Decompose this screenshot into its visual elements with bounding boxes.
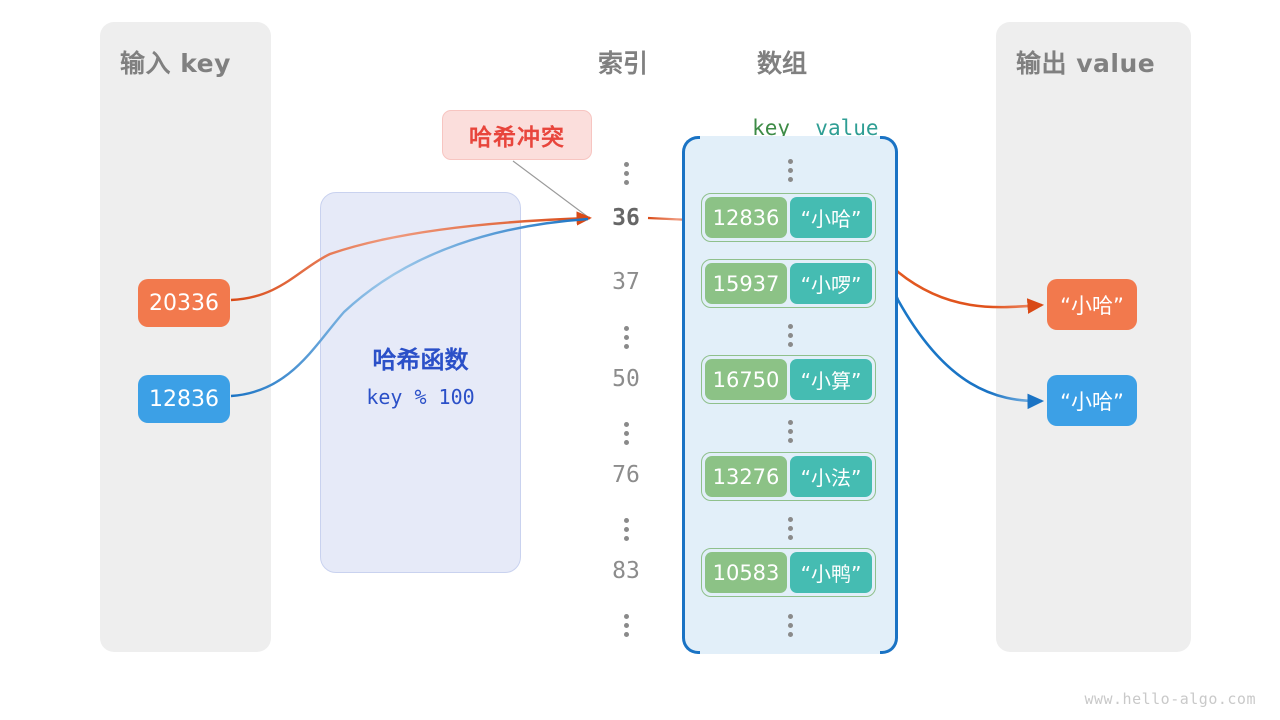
index-ellipsis-1 — [596, 322, 656, 353]
array-ellipsis-2 — [760, 416, 820, 447]
output-panel-title: 输出 value — [1016, 49, 1156, 78]
bucket-key-76: 13276 — [705, 456, 787, 497]
bucket-key-83: 10583 — [705, 552, 787, 593]
array-ellipsis-1 — [760, 320, 820, 351]
bucket-key-36: 12836 — [705, 197, 787, 238]
index-ellipsis-0 — [596, 158, 656, 189]
bucket-value-50: “小算” — [790, 359, 872, 400]
array-ellipsis-3 — [760, 513, 820, 544]
bucket-key-37: 15937 — [705, 263, 787, 304]
array-bracket-right — [880, 136, 898, 654]
bucket-row-37: 15937 “小啰” — [701, 259, 876, 308]
hash-function-title: 哈希函数 — [372, 346, 469, 374]
input-panel-title: 输入 key — [120, 49, 231, 78]
bucket-row-76: 13276 “小法” — [701, 452, 876, 501]
output-value-0: “小哈” — [1047, 279, 1137, 330]
input-key-0: 20336 — [138, 279, 230, 327]
bucket-value-37: “小啰” — [790, 263, 872, 304]
index-label-76: 76 — [612, 462, 640, 488]
output-value-panel — [996, 22, 1191, 652]
index-label-37: 37 — [612, 269, 640, 295]
index-ellipsis-3 — [596, 514, 656, 545]
bucket-row-50: 16750 “小算” — [701, 355, 876, 404]
index-label-83: 83 — [612, 558, 640, 584]
hash-collision-badge: 哈希冲突 — [442, 110, 592, 160]
bucket-row-36: 12836 “小哈” — [701, 193, 876, 242]
bucket-value-76: “小法” — [790, 456, 872, 497]
hash-function-formula: key % 100 — [366, 385, 475, 409]
index-label-36: 36 — [612, 205, 640, 231]
array-ellipsis-0 — [760, 155, 820, 186]
index-ellipsis-2 — [596, 418, 656, 449]
array-bracket-left — [682, 136, 700, 654]
input-key-1: 12836 — [138, 375, 230, 423]
index-ellipsis-4 — [596, 610, 656, 641]
index-column-heading: 索引 — [598, 49, 649, 78]
output-value-1: “小哈” — [1047, 375, 1137, 426]
bucket-key-50: 16750 — [705, 359, 787, 400]
watermark: www.hello-algo.com — [1084, 690, 1256, 708]
array-ellipsis-4 — [760, 610, 820, 641]
hash-function-box: 哈希函数 key % 100 — [320, 192, 521, 573]
input-key-panel — [100, 22, 271, 652]
index-label-50: 50 — [612, 366, 640, 392]
bucket-value-83: “小鸭” — [790, 552, 872, 593]
array-column-heading: 数组 — [757, 49, 808, 78]
bucket-value-36: “小哈” — [790, 197, 872, 238]
bucket-row-83: 10583 “小鸭” — [701, 548, 876, 597]
